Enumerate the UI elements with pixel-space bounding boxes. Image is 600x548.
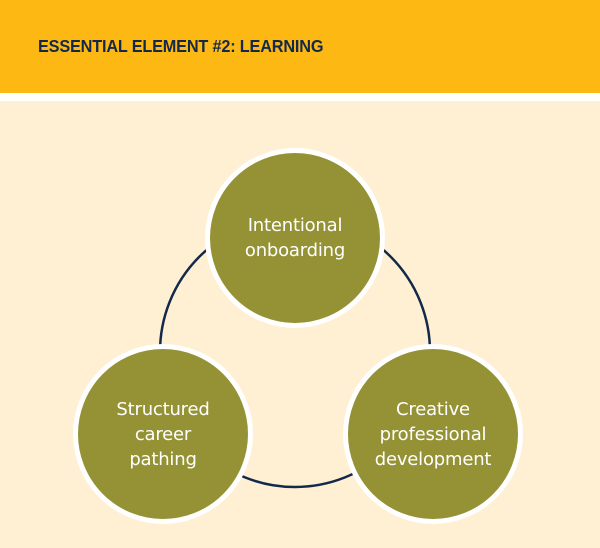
node-creative-professional-development: Creative professional development	[343, 344, 523, 524]
node-label: Intentional onboarding	[244, 215, 346, 261]
node-label: Structured career pathing	[116, 398, 210, 470]
page-title: ESSENTIAL ELEMENT #2: LEARNING	[38, 36, 324, 56]
node-intentional-onboarding: Intentional onboarding	[205, 148, 385, 328]
node-structured-career-pathing: Structured career pathing	[73, 344, 253, 524]
divider	[0, 93, 600, 101]
node-label: Creative professional development	[374, 398, 492, 470]
header-banner: ESSENTIAL ELEMENT #2: LEARNING	[0, 0, 600, 93]
